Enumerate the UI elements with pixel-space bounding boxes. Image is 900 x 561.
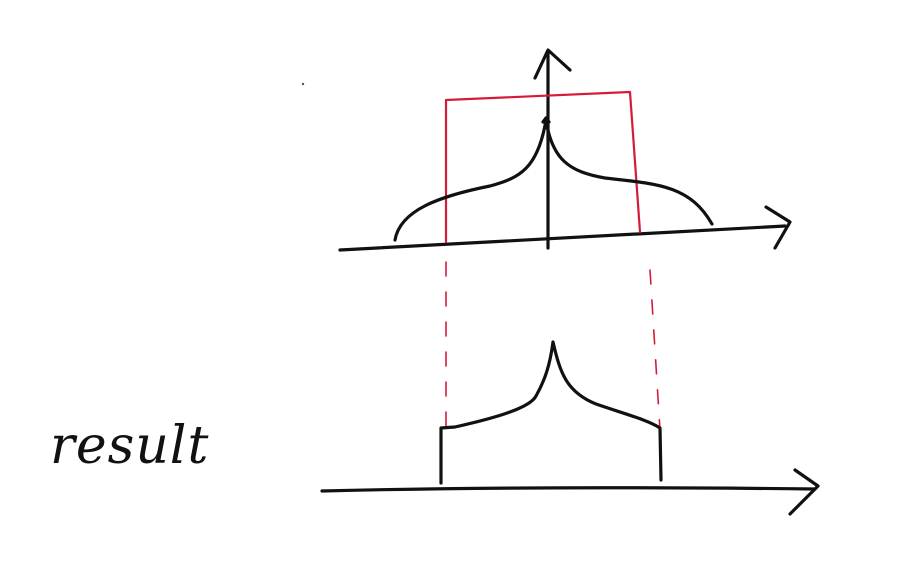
right-projection-line	[649, 269, 661, 431]
top-x-axis	[338, 205, 792, 252]
ink-speck	[301, 82, 305, 86]
red-window	[444, 90, 642, 244]
result-curve	[439, 340, 663, 485]
top-y-axis	[533, 48, 572, 250]
result-label: result	[50, 416, 210, 476]
projection-lines	[445, 261, 661, 431]
peak-tip	[541, 116, 551, 124]
peaked-curve	[393, 118, 714, 242]
bottom-x-axis	[320, 468, 820, 516]
